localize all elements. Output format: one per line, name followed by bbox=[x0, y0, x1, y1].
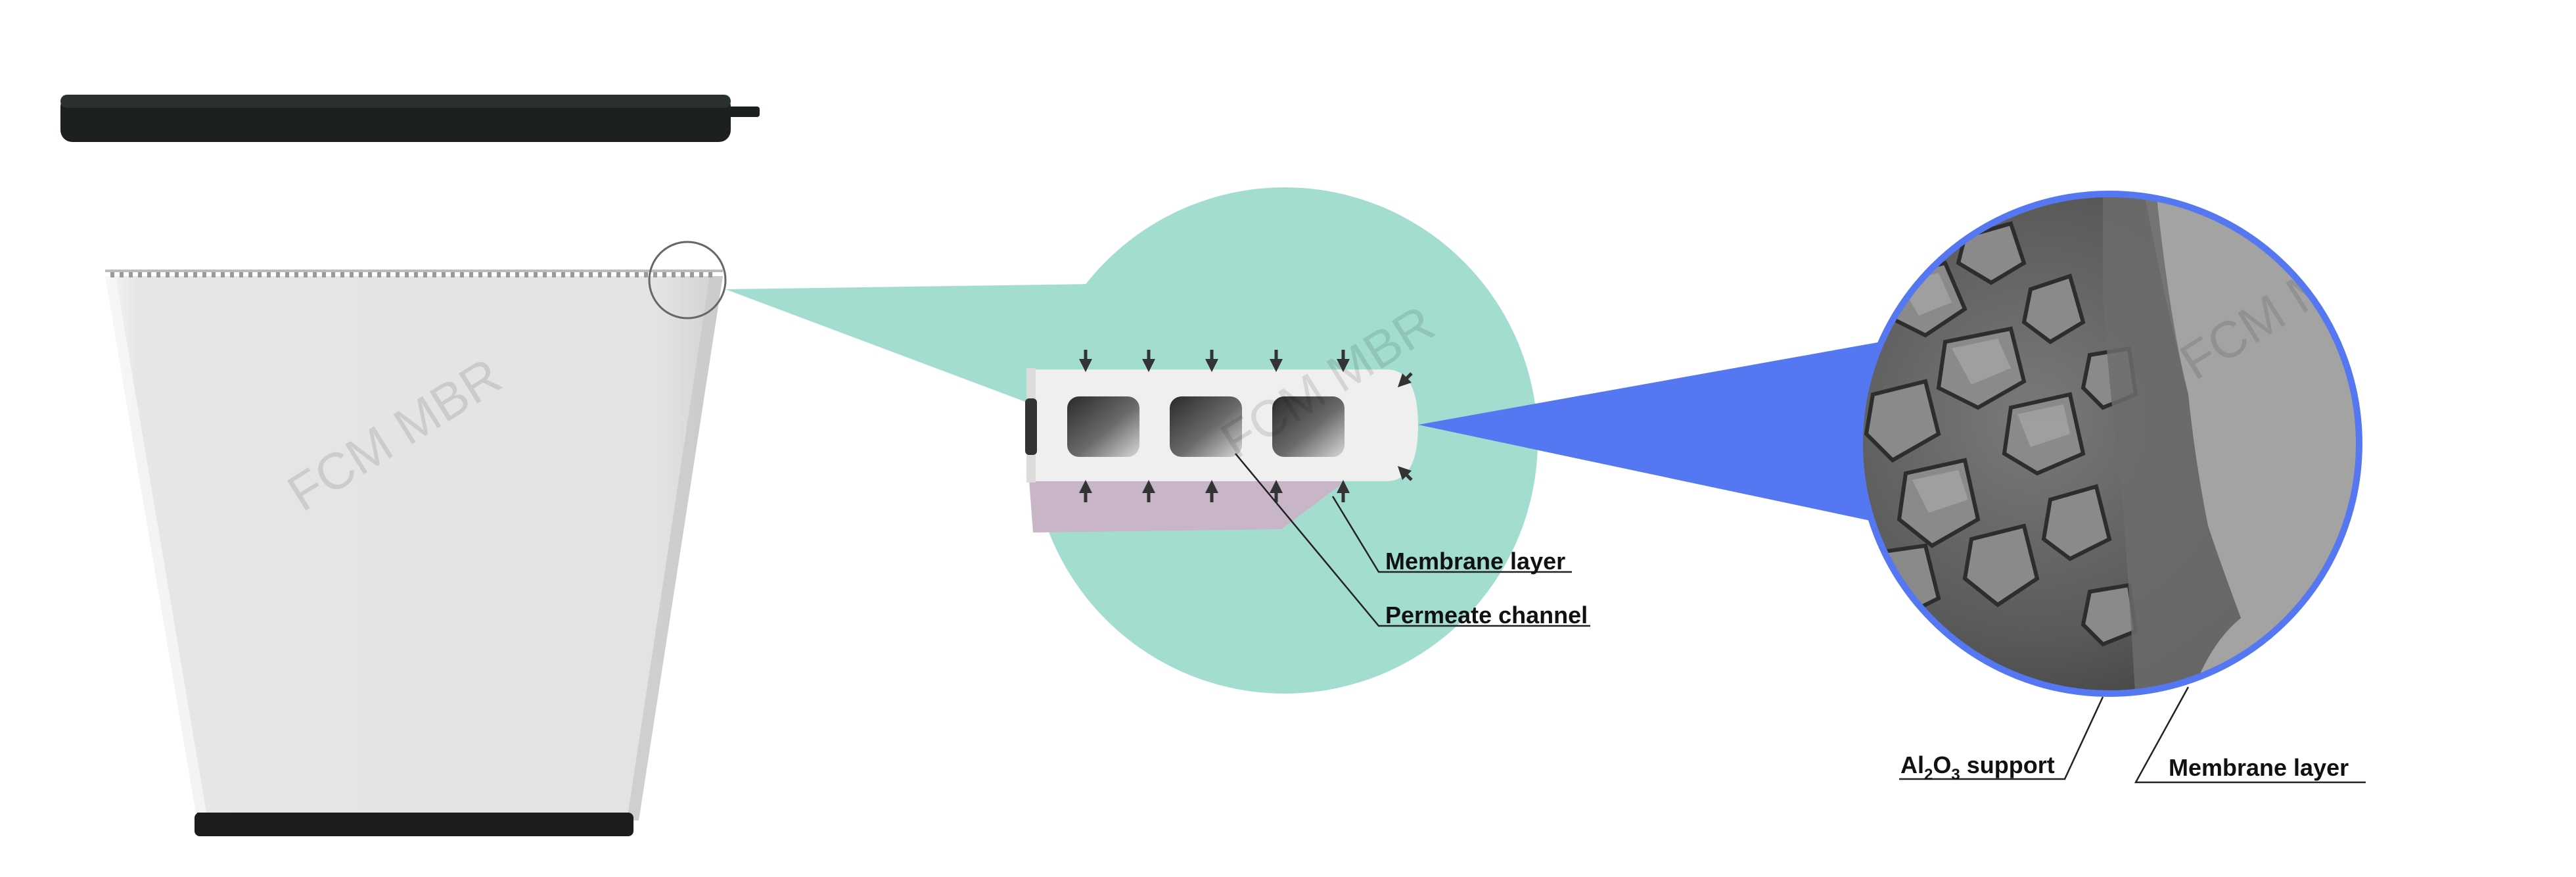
flow-arrow-icons bbox=[1079, 350, 1413, 502]
support-sub-3: 3 bbox=[1951, 766, 1960, 784]
label-permeate-channel: Permeate channel bbox=[1385, 602, 1588, 628]
channel-hole bbox=[1067, 396, 1139, 457]
zoom-wedge-blue bbox=[1418, 342, 1881, 521]
membrane-module: FCM MBR bbox=[60, 95, 760, 836]
channel-hole bbox=[1272, 396, 1345, 457]
support-o: O bbox=[1933, 751, 1951, 778]
sem-circle-border bbox=[1856, 191, 2362, 697]
leader-lines-mid bbox=[1235, 453, 1590, 627]
module-base bbox=[195, 813, 633, 836]
permeate-channels bbox=[1025, 396, 1345, 457]
label-membrane-layer-right: Membrane layer bbox=[2169, 754, 2349, 781]
zoom-cross-section: FCM MBR Membrane layer Permeate channel bbox=[725, 187, 1590, 694]
support-al: Al bbox=[1900, 751, 1924, 778]
magnifier-ring-icon bbox=[648, 241, 727, 320]
channel-hole bbox=[1170, 396, 1242, 457]
zoom-wedge-mint bbox=[725, 284, 1091, 412]
label-membrane-layer-mid: Membrane layer bbox=[1385, 548, 1565, 575]
support-sub-2: 2 bbox=[1924, 766, 1933, 784]
sem-membrane-region bbox=[2142, 194, 2359, 694]
membrane-panel bbox=[105, 270, 723, 820]
leader-lines-right bbox=[1899, 686, 2366, 784]
label-al2o3-support: Al2O3 support bbox=[1900, 751, 2055, 784]
sem-image: FCM MBR bbox=[1860, 194, 2359, 694]
sem-micrograph-zoom: FCM MBR Al2O3 support Membrane layer bbox=[1418, 191, 2366, 784]
support-word: support bbox=[1960, 751, 2055, 778]
module-header bbox=[60, 95, 760, 142]
